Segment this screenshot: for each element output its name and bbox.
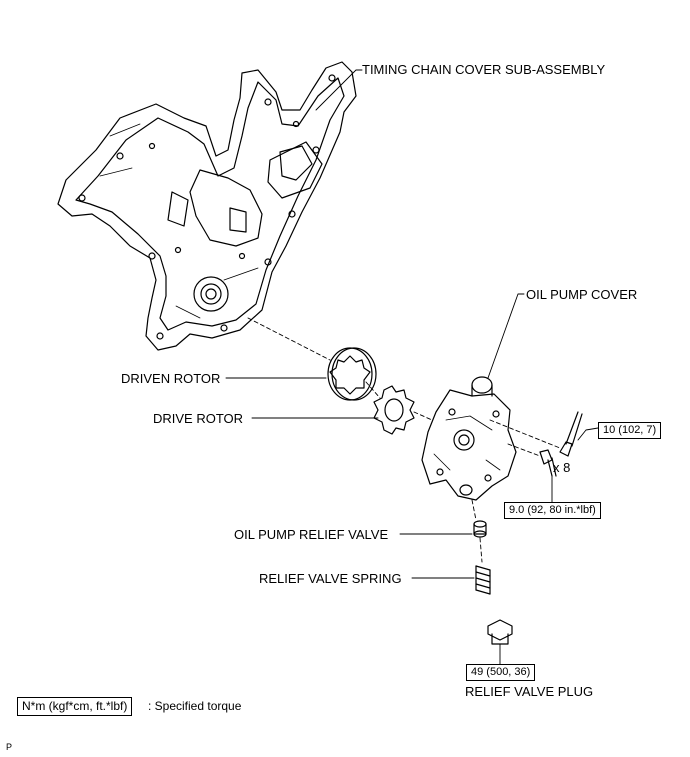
label-relief-valve-plug: RELIEF VALVE PLUG	[465, 684, 594, 699]
cover-bolt-drawing	[559, 411, 583, 457]
relief-valve-spring-drawing	[475, 565, 491, 595]
legend-description: : Specified torque	[148, 699, 242, 713]
label-timing-chain-cover: TIMING CHAIN COVER SUB-ASSEMBLY	[362, 62, 606, 77]
torque-box-plug: 49 (500, 36)	[466, 664, 536, 681]
torque-box-pump-bolt: 9.0 (92, 80 in.*lbf)	[504, 502, 601, 519]
torque-box-cover-bolt: 10 (102, 7)	[598, 422, 662, 439]
label-oil-pump-relief-valve: OIL PUMP RELIEF VALVE	[234, 527, 389, 542]
driven-rotor-drawing	[327, 347, 377, 401]
label-drive-rotor: DRIVE ROTOR	[153, 411, 244, 426]
relief-valve-drawing	[473, 520, 487, 538]
label-driven-rotor: DRIVEN ROTOR	[121, 371, 221, 386]
oil-pump-cover-drawing	[421, 376, 517, 501]
pump-bolt-drawing	[539, 449, 557, 477]
leader-lines	[225, 69, 599, 665]
label-oil-pump-cover: OIL PUMP COVER	[526, 287, 638, 302]
timing-chain-cover-drawing	[57, 61, 357, 351]
label-bolt-count: x 8	[553, 460, 571, 475]
relief-valve-plug-drawing	[487, 619, 513, 645]
legend-unit-box: N*m (kgf*cm, ft.*lbf)	[17, 697, 133, 716]
corner-mark: P	[6, 742, 13, 752]
label-relief-valve-spring: RELIEF VALVE SPRING	[259, 571, 402, 586]
drive-rotor-drawing	[373, 385, 415, 435]
assembly-center-lines	[247, 317, 561, 563]
